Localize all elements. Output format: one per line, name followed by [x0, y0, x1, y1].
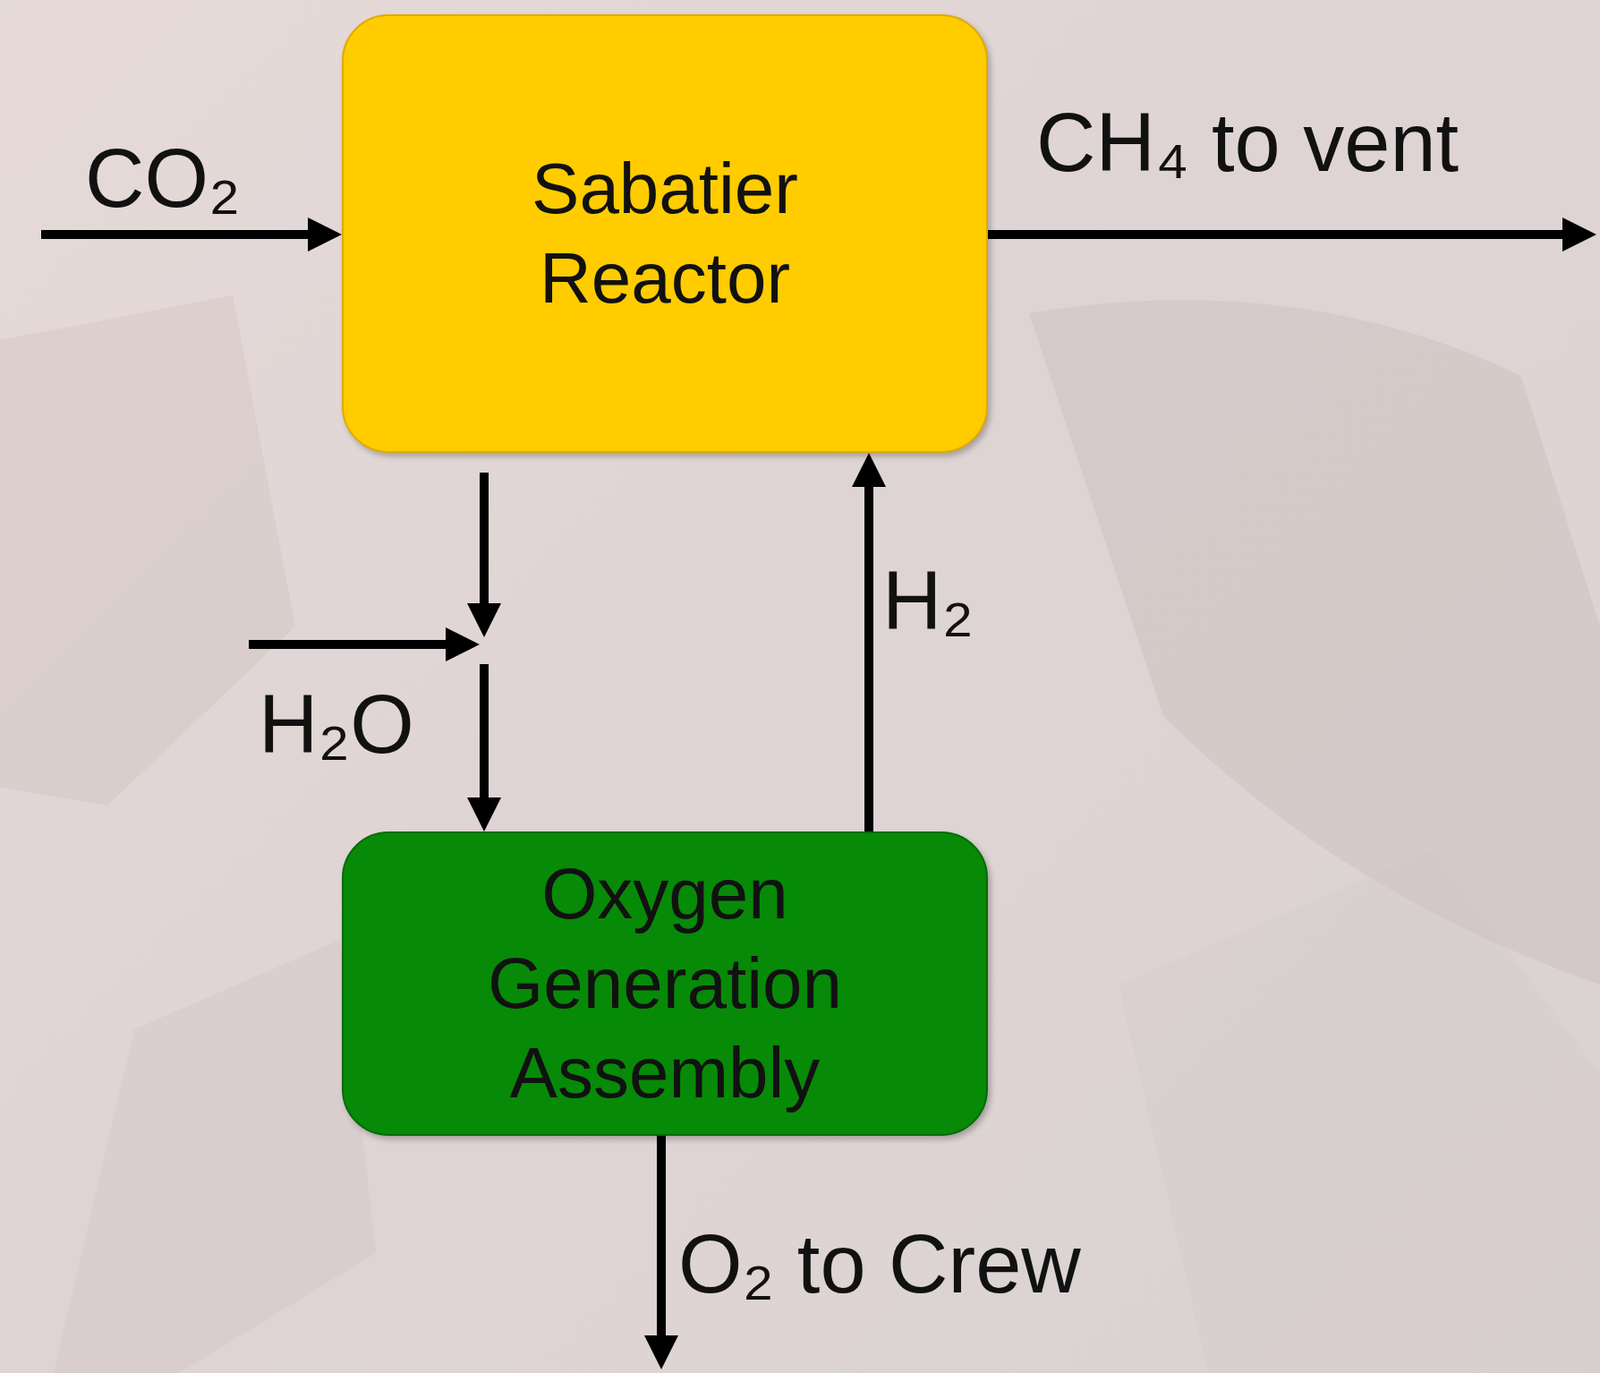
- water-feed-arrow: [248, 627, 480, 662]
- arrow-head: [445, 627, 480, 662]
- stream-label: CO₂: [85, 133, 241, 224]
- box-title: Sabatier Reactor: [476, 144, 853, 324]
- connector-line: [479, 663, 489, 801]
- box-title: Oxygen Generation Assembly: [468, 849, 862, 1118]
- arrow-head: [851, 452, 886, 487]
- connector-line: [864, 483, 874, 832]
- connector-label: H₂: [882, 555, 974, 647]
- ch4-vent-arrow: [987, 217, 1597, 252]
- background-shape: [1118, 850, 1600, 1373]
- flow-connector: [851, 452, 886, 832]
- stream-label: H₂O: [258, 679, 415, 770]
- o2-outlet-arrow: [644, 1135, 679, 1370]
- stream-label: O₂ to Crew: [678, 1218, 1081, 1310]
- arrow-head: [467, 797, 502, 832]
- flow-connector: [467, 472, 502, 832]
- arrow-line: [41, 229, 314, 239]
- arrow-line: [656, 1135, 666, 1339]
- arrow-head: [467, 603, 502, 638]
- background-shape: [1029, 299, 1600, 985]
- text-wrap: Oxygen Generation Assembly: [468, 849, 862, 1118]
- arrow-line: [987, 229, 1568, 239]
- background-shape: [53, 939, 376, 1373]
- connector-line: [479, 472, 489, 607]
- background-shape: [0, 295, 296, 806]
- arrow-head: [644, 1335, 679, 1370]
- text-wrap: Sabatier Reactor: [476, 144, 853, 324]
- arrow-line: [248, 639, 452, 649]
- reactor-box: Sabatier Reactor: [341, 14, 988, 453]
- assembly-box: Oxygen Generation Assembly: [341, 831, 988, 1136]
- arrow-head: [1562, 217, 1597, 252]
- stream-label: CH₄ to vent: [1036, 97, 1459, 188]
- arrow-head: [307, 217, 342, 252]
